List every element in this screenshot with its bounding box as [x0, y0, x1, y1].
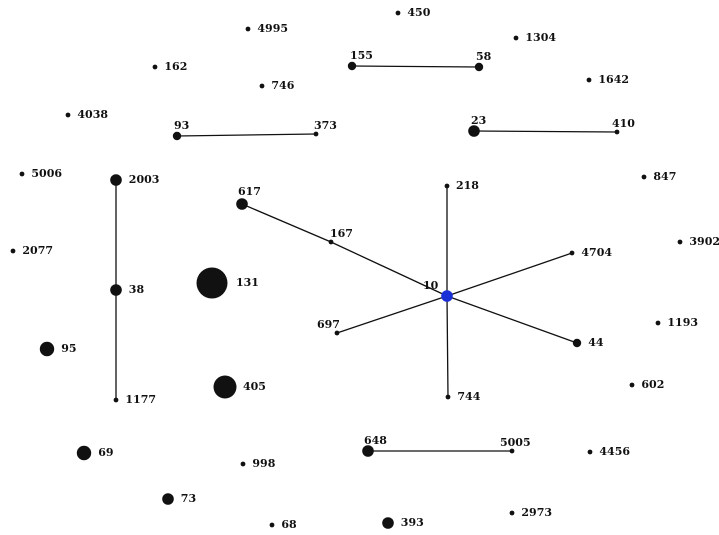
node-1193	[655, 320, 661, 326]
node-label-697: 697	[317, 318, 340, 331]
node-648	[362, 445, 374, 457]
node-2973	[509, 510, 515, 516]
node-label-1177: 1177	[125, 393, 156, 406]
node-3902	[677, 239, 683, 245]
node-2003	[110, 174, 122, 186]
node-label-3902: 3902	[689, 235, 719, 248]
nodes-layer	[10, 10, 683, 529]
node-1304	[513, 35, 519, 41]
node-602	[629, 382, 635, 388]
node-label-93: 93	[174, 119, 189, 132]
node-label-602: 602	[641, 378, 664, 391]
edge-617-167	[241, 203, 332, 243]
node-label-44: 44	[588, 336, 604, 349]
node-93	[172, 131, 182, 141]
node-label-69: 69	[98, 446, 113, 459]
node-label-1642: 1642	[598, 73, 629, 86]
node-label-218: 218	[456, 179, 479, 192]
node-10	[441, 290, 453, 302]
node-167	[328, 239, 334, 245]
node-label-393: 393	[401, 516, 424, 529]
node-68	[269, 522, 275, 528]
node-131	[196, 267, 228, 299]
node-4704	[569, 250, 575, 256]
node-label-10: 10	[423, 279, 439, 292]
edge-23-410	[473, 130, 618, 133]
node-label-1304: 1304	[525, 31, 556, 44]
node-450	[395, 10, 401, 16]
node-label-4456: 4456	[599, 445, 630, 458]
edge-744-10	[446, 295, 449, 398]
edge-93-373	[176, 133, 317, 137]
node-label-5005: 5005	[500, 436, 531, 449]
node-label-68: 68	[281, 518, 297, 531]
node-5006	[19, 171, 25, 177]
node-label-58: 58	[476, 50, 492, 63]
node-373	[313, 131, 319, 137]
node-998	[240, 461, 246, 467]
node-label-2973: 2973	[521, 506, 552, 519]
node-1642	[586, 77, 592, 83]
node-label-405: 405	[243, 380, 266, 393]
node-label-162: 162	[164, 60, 187, 73]
edges-layer	[115, 65, 618, 452]
node-410	[614, 129, 620, 135]
edge-697-10	[336, 295, 448, 334]
node-23	[468, 125, 480, 137]
node-4038	[65, 112, 71, 118]
labels-layer: 450 4995 1304 155 58 162 746 1642 4038 93 373 23 410…	[22, 6, 719, 531]
node-847	[641, 174, 647, 180]
node-label-617: 617	[238, 185, 261, 198]
node-4456	[587, 449, 593, 455]
edge-44-10	[446, 295, 578, 344]
node-label-4995: 4995	[257, 22, 288, 35]
node-label-450: 450	[407, 6, 430, 19]
node-label-167: 167	[330, 227, 353, 240]
node-69	[76, 445, 92, 461]
node-label-2003: 2003	[129, 173, 160, 186]
node-label-155: 155	[350, 49, 373, 62]
node-label-73: 73	[181, 492, 196, 505]
node-label-4704: 4704	[581, 246, 612, 259]
node-746	[259, 83, 265, 89]
edge-155-58	[351, 65, 480, 68]
node-label-131: 131	[236, 276, 259, 289]
node-5005	[509, 448, 515, 454]
node-label-4038: 4038	[77, 108, 108, 121]
node-617	[236, 198, 248, 210]
node-label-23: 23	[471, 114, 486, 127]
node-744	[445, 394, 451, 400]
node-label-746: 746	[271, 79, 294, 92]
node-label-998: 998	[252, 457, 275, 470]
node-95	[39, 341, 55, 357]
node-label-410: 410	[612, 117, 635, 130]
node-label-648: 648	[364, 434, 387, 447]
node-44	[572, 338, 582, 348]
node-405	[213, 375, 237, 399]
node-label-5006: 5006	[31, 167, 62, 180]
node-label-373: 373	[314, 119, 337, 132]
node-label-38: 38	[129, 283, 145, 296]
node-697	[334, 330, 340, 336]
node-162	[152, 64, 158, 70]
edge-4704-10	[446, 252, 573, 297]
node-73	[162, 493, 174, 505]
node-label-744: 744	[457, 390, 480, 403]
node-2077	[10, 248, 16, 254]
node-label-847: 847	[653, 170, 676, 183]
node-38	[110, 284, 122, 296]
node-4995	[245, 26, 251, 32]
node-155	[347, 61, 357, 71]
node-label-95: 95	[61, 342, 76, 355]
node-label-1193: 1193	[667, 316, 698, 329]
node-label-2077: 2077	[22, 244, 53, 257]
edge-167-10	[330, 241, 448, 297]
node-393	[382, 517, 394, 529]
node-1177	[113, 397, 119, 403]
node-58	[474, 62, 484, 72]
node-218	[444, 183, 450, 189]
